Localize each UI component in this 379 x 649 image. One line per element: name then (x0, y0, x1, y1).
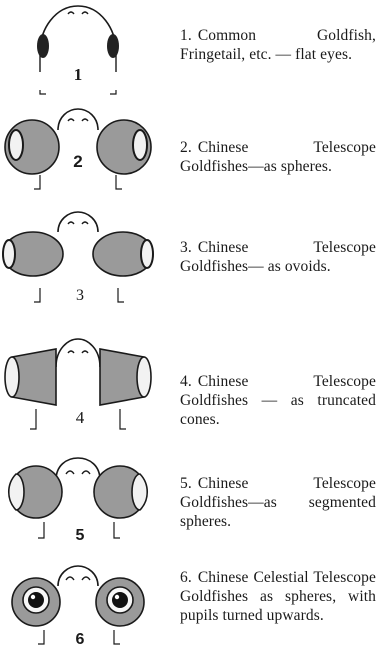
caption-4-number: 4. (180, 373, 192, 390)
caption-2-number: 2. (180, 139, 192, 156)
figure-6-celestial-spheres: 6 (0, 560, 155, 649)
caption-2-text: Chinese Telescope Goldfishes—as spheres. (180, 139, 376, 175)
figure-1-flat-eyes: 1 (0, 0, 155, 105)
figure-5-number: 5 (76, 527, 85, 544)
figure-6-number: 6 (76, 631, 85, 648)
caption-1-text: Common Goldfish, Fringetail, etc. — flat… (180, 27, 376, 63)
caption-5-text: Chinese Telescope Goldfishes—as segmente… (180, 475, 376, 530)
caption-4-text: Chinese Telescope Goldfishes — as trunca… (180, 373, 376, 428)
caption-3-number: 3. (180, 239, 192, 256)
caption-6-number: 6. (180, 569, 192, 586)
caption-6-text: Chinese Celestial Telescope Goldfishes a… (180, 569, 376, 624)
figure-3-ovoids: 3 (0, 210, 155, 320)
caption-3-text: Chinese Telescope Goldfishes— as ovoids. (180, 239, 376, 275)
figure-1-number: 1 (74, 65, 83, 84)
figure-2-spheres: 2 (0, 105, 155, 210)
caption-6: 6.Chinese Celestial Telescope Goldfishes… (180, 568, 376, 625)
figure-2-number: 2 (73, 152, 82, 171)
caption-3: 3.Chinese Telescope Goldfishes— as ovoid… (180, 238, 376, 276)
caption-4: 4.Chinese Telescope Goldfishes — as trun… (180, 372, 376, 429)
caption-5-number: 5. (180, 475, 192, 492)
caption-1-number: 1. (180, 27, 192, 44)
figure-4-truncated-cones: 4 (0, 335, 155, 450)
figure-4-number: 4 (76, 408, 85, 427)
caption-2: 2.Chinese Telescope Goldfishes—as sphere… (180, 138, 376, 176)
caption-5: 5.Chinese Telescope Goldfishes—as segmen… (180, 474, 376, 531)
caption-1: 1.Common Goldfish, Fringetail, etc. — fl… (180, 26, 376, 64)
figure-3-number: 3 (76, 287, 84, 304)
figure-5-segmented-spheres: 5 (0, 452, 155, 557)
